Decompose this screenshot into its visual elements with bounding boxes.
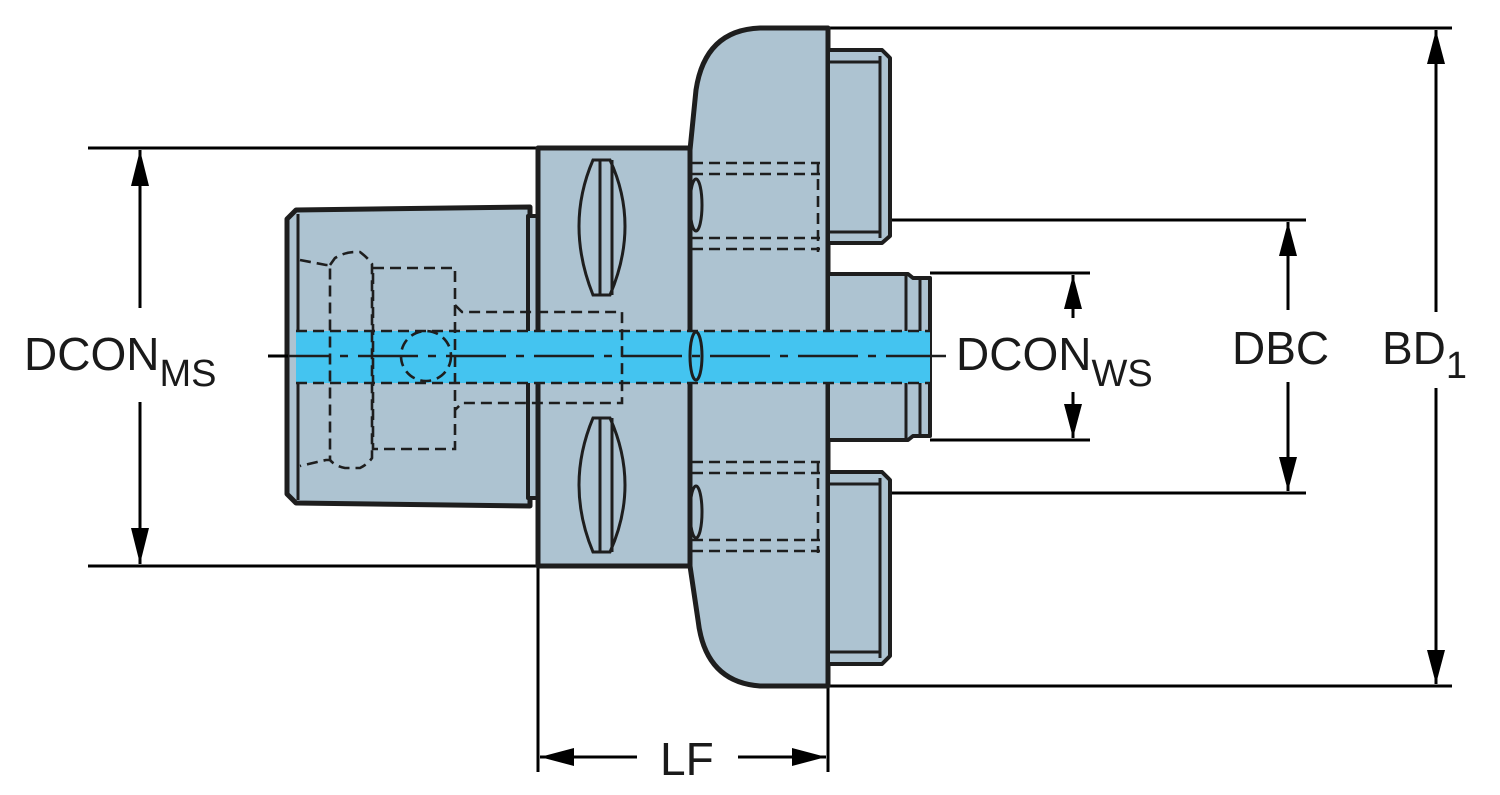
drive-key-top: [826, 48, 892, 245]
drive-key-bottom: [826, 470, 892, 666]
dimension-bd1: [1427, 30, 1445, 684]
label-dcon-ws: DCONWS: [956, 328, 1153, 395]
arrow-down-icon: [131, 528, 149, 564]
label-dcon-ms: DCONMS: [24, 328, 216, 395]
arrow-up-icon: [1427, 30, 1445, 64]
label-dbc: DBC: [1232, 322, 1329, 374]
arrow-up-icon: [1064, 275, 1082, 309]
arrow-up-icon: [131, 150, 149, 186]
dimension-dcon-ws: [1064, 275, 1082, 438]
slot-bottom: [577, 416, 627, 554]
arrow-right-icon: [792, 748, 826, 766]
dimension-dcon-ms: [131, 150, 288, 564]
arrow-up-icon: [1279, 222, 1297, 256]
arrow-left-icon: [540, 748, 574, 766]
face-holes: [688, 177, 704, 540]
arrow-down-icon: [1427, 650, 1445, 684]
slot-top: [577, 158, 627, 297]
dimension-dbc: [1279, 222, 1297, 491]
extension-lines: [88, 26, 1452, 772]
label-lf: LF: [660, 733, 714, 785]
arrow-down-icon: [1064, 404, 1082, 438]
label-bd1: BD1: [1382, 322, 1467, 387]
dimension-lf: [540, 748, 826, 766]
arrow-down-icon: [1279, 457, 1297, 491]
